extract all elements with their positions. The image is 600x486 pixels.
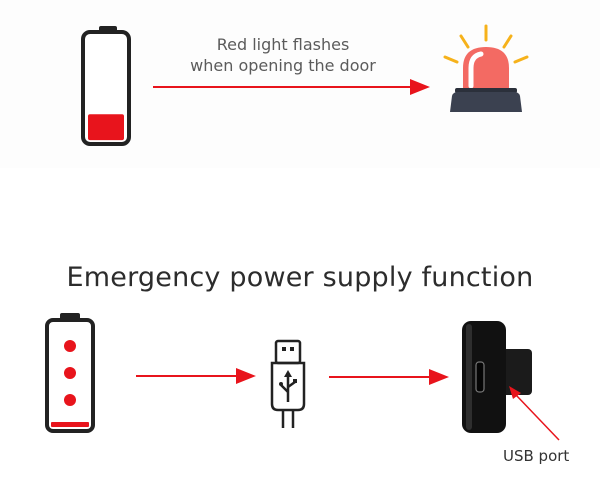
caption-line-1: Red light flashes (216, 35, 350, 54)
usb-plug-icon (270, 339, 306, 428)
arrow-right-icon (136, 368, 256, 384)
battery-low-icon (81, 26, 131, 146)
usb-port-label: USB port (503, 447, 570, 465)
usb-port (475, 361, 485, 393)
battery-charge-fill (88, 114, 124, 141)
arrow-right-icon (153, 79, 430, 95)
caption-line-2: when opening the door (190, 56, 376, 75)
alarm-siren-icon (443, 24, 529, 112)
door-open-caption: Red light flashes when opening the door (168, 34, 398, 76)
door-lock-icon (462, 321, 532, 433)
usb-port-pointer (509, 386, 560, 441)
battery-empty-icon (45, 313, 95, 433)
arrow-right-icon (329, 369, 449, 385)
section-title: Emergency power supply function (66, 262, 534, 293)
